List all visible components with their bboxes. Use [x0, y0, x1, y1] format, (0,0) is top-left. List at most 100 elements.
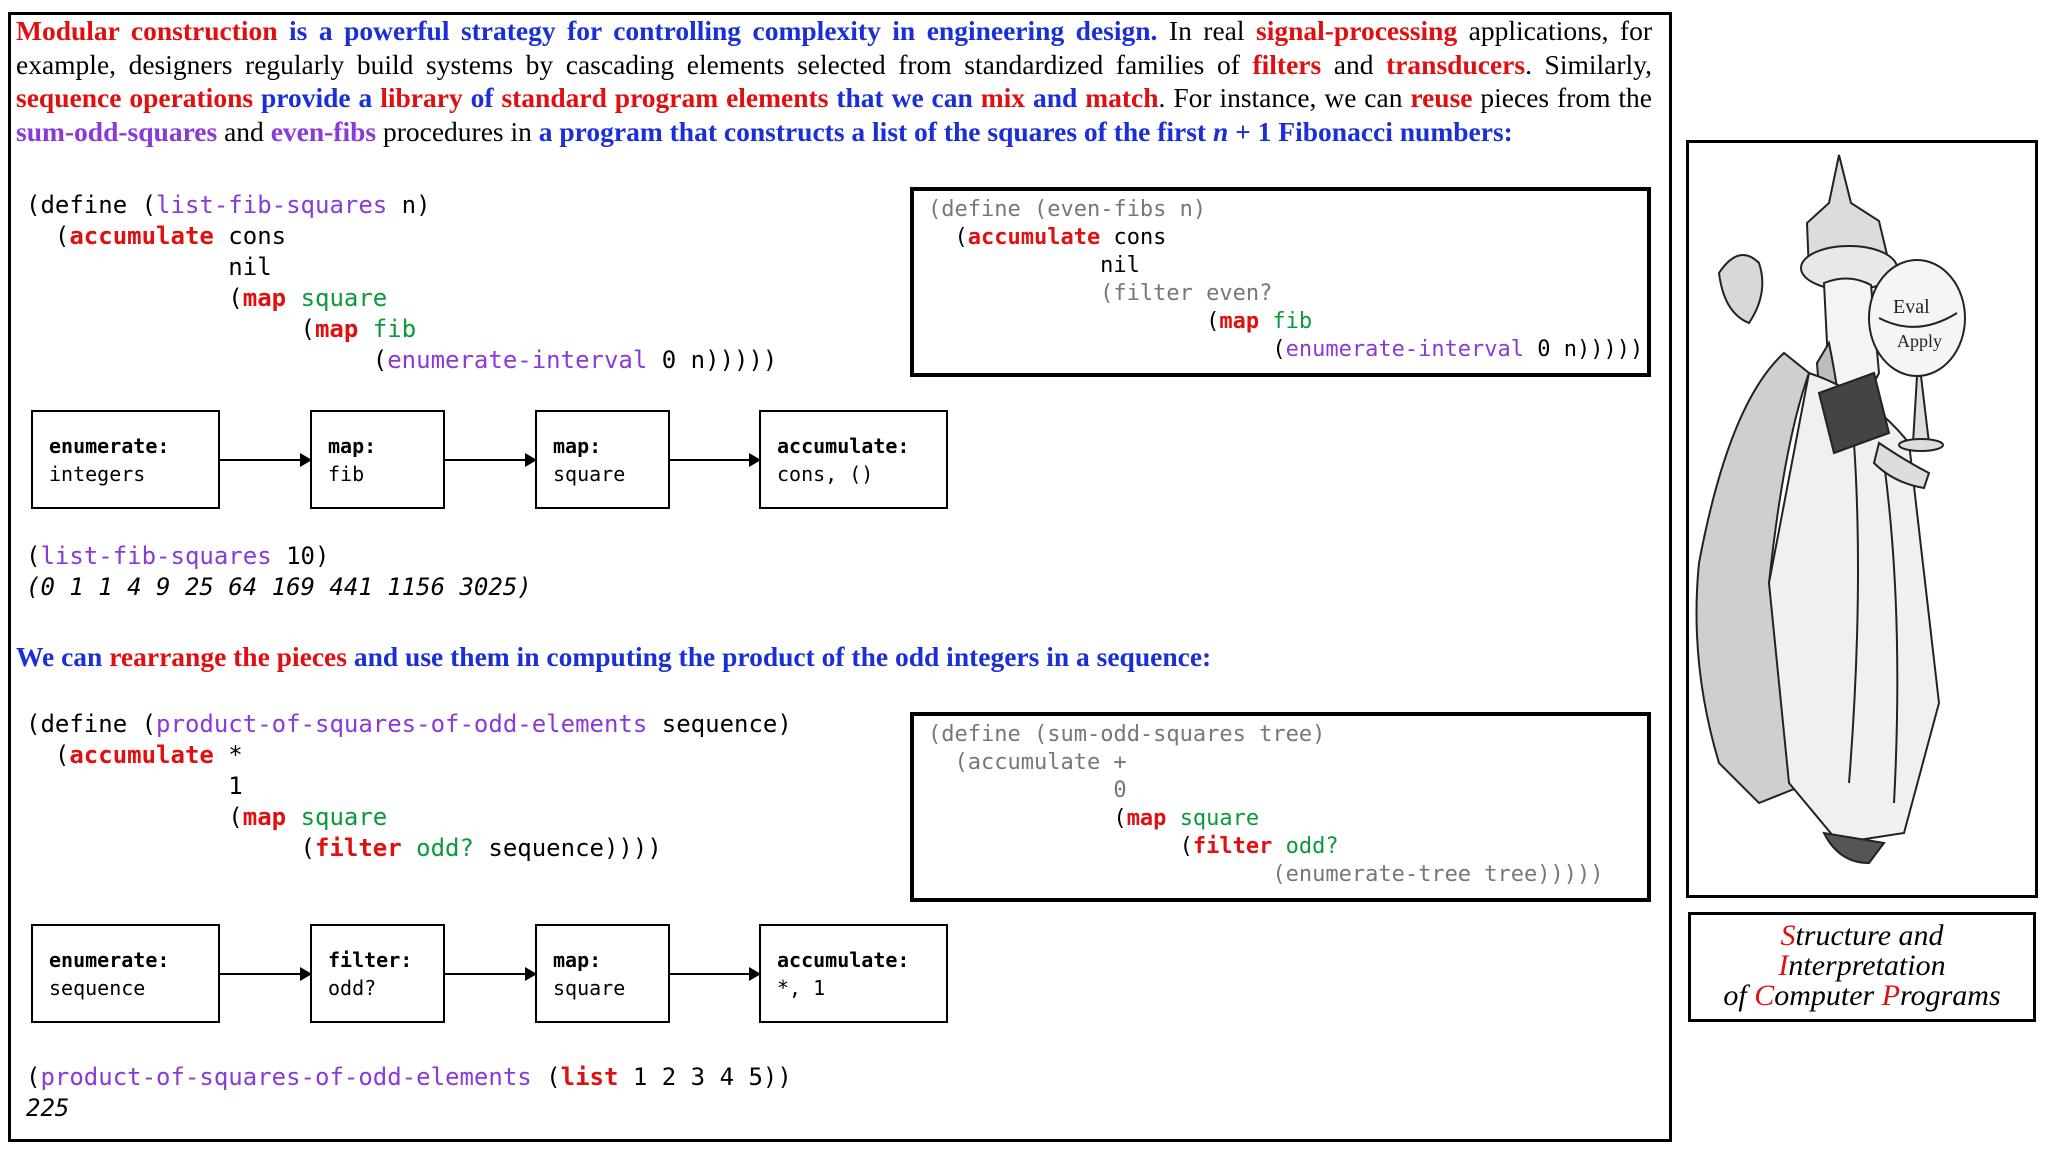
title-cap: C	[1754, 979, 1775, 1012]
code-even-fibs: (define (even-fibs n) (accumulate cons n…	[928, 196, 1643, 364]
call-result: (0 1 1 4 9 25 64 169 441 1156 3025)	[26, 573, 532, 601]
code-fn: square	[300, 284, 388, 312]
code-token: (	[26, 741, 70, 769]
code-token: cons	[1100, 225, 1167, 250]
code-token: (accumulate +	[928, 750, 1127, 775]
code-fn: odd?	[1285, 834, 1339, 859]
code-proc-name: enumerate-interval	[1285, 337, 1525, 362]
code-token	[1259, 309, 1272, 334]
text-reuse: reuse	[1410, 82, 1473, 113]
code-keyword: accumulate	[967, 225, 1101, 250]
text-plain: procedures in	[376, 115, 539, 147]
even-fibs-box	[910, 187, 1651, 377]
wizard-illustration-frame: Eval Apply	[1686, 140, 2038, 898]
main-frame	[8, 12, 1672, 1142]
code-token: 1	[26, 772, 243, 800]
code-token: n)	[1166, 197, 1207, 222]
code-token: (	[26, 542, 41, 570]
flow-arrow	[670, 967, 761, 981]
box-body: fib	[328, 462, 365, 486]
title-text: nterpretation	[1788, 949, 1946, 982]
text-provide: provide a	[253, 82, 381, 113]
box-body: integers	[49, 462, 146, 486]
flow-arrow	[445, 967, 537, 981]
code-list-fib-squares: (define (list-fib-squares n) ( accumulate…	[26, 190, 777, 376]
code-fn: fib	[1272, 309, 1313, 334]
code-fn: fib	[372, 315, 417, 343]
text-mix: mix	[980, 82, 1026, 113]
code-token: (	[26, 284, 243, 312]
code-keyword: map	[1126, 806, 1167, 831]
text-signal-processing: signal-processing	[1256, 15, 1458, 46]
globe-text-top: Eval	[1893, 296, 1930, 318]
text-even-fibs: even-fibs	[270, 115, 377, 147]
flow2-map-square-box: map:square	[535, 924, 670, 1023]
box-head: accumulate:	[777, 948, 910, 972]
box-head: filter:	[328, 948, 413, 972]
text-we-can: We can	[16, 641, 110, 672]
code-token: (	[928, 862, 1286, 887]
title-text: omputer	[1774, 979, 1882, 1012]
flow-arrow	[220, 453, 312, 467]
code-token: (	[928, 806, 1127, 831]
text-plain: applications, for example, designers reg…	[16, 15, 1652, 80]
wizard-illustration: Eval Apply	[1695, 154, 1966, 865]
code-keyword: map	[242, 284, 287, 312]
title-line-3: of Computer Programs	[1691, 981, 2033, 1011]
text-match: match	[1085, 82, 1159, 113]
text-plain: and	[1321, 48, 1387, 80]
code-token: (	[928, 337, 1286, 362]
text-plain: pieces from the	[1472, 82, 1652, 113]
globe-text-bottom: Apply	[1897, 331, 1942, 351]
box-body: square	[553, 462, 626, 486]
flow1-enumerate-box: enumerate:integers	[31, 410, 220, 509]
code-token: (define (	[928, 722, 1048, 747]
code-token: (define (	[928, 197, 1048, 222]
code-keyword: accumulate	[69, 222, 214, 250]
code-token	[358, 315, 372, 343]
code-proc-name: list-fib-squares	[40, 542, 272, 570]
code-token: tree)))))	[1471, 862, 1604, 887]
code-token: 1 2 3 4 5))	[618, 1063, 792, 1091]
sum-odd-squares-box	[910, 712, 1651, 902]
flow-arrow	[445, 453, 537, 467]
title-text: tructure and	[1795, 919, 1944, 952]
flow2-enumerate-box: enumerate:sequence	[31, 924, 220, 1023]
box-head: map:	[553, 434, 602, 458]
code-token: cons	[213, 222, 287, 250]
code-token: 0 n)))))	[1524, 337, 1644, 362]
call-list-fib-squares: (list-fib-squares 10) (0 1 1 4 9 25 64 1…	[26, 541, 532, 603]
code-token: (	[928, 834, 1193, 859]
code-keyword: map	[1219, 309, 1260, 334]
code-token: n)	[387, 191, 431, 219]
title-cap: S	[1780, 919, 1796, 952]
code-proc-name: product-of-squares-of-odd-elements	[156, 710, 648, 738]
call-result: 225	[26, 1094, 70, 1122]
title-text: rograms	[1900, 979, 2001, 1012]
box-head: map:	[553, 948, 602, 972]
code-product-of-squares: (define (product-of-squares-of-odd-eleme…	[26, 709, 792, 864]
box-body: cons, ()	[777, 462, 874, 486]
text-plain: In real	[1157, 15, 1256, 46]
box-body: odd?	[328, 976, 377, 1000]
flow2-accumulate-box: accumulate: *, 1	[759, 924, 948, 1023]
code-token: (define (	[26, 191, 157, 219]
code-token: (	[26, 1063, 41, 1091]
box-body: *, 1	[777, 976, 826, 1000]
code-keyword: filter	[1192, 834, 1273, 859]
text-plain: . For instance, we can	[1158, 82, 1411, 113]
box-head: accumulate:	[777, 434, 910, 458]
text-plain: . Similarly,	[1525, 48, 1652, 80]
code-proc-name: sum-odd-squares	[1047, 722, 1246, 747]
code-token	[1272, 834, 1285, 859]
box-body: sequence	[49, 976, 146, 1000]
code-proc-name: list-fib-squares	[156, 191, 388, 219]
rearrange-paragraph: We can rearrange the pieces and use them…	[16, 640, 1652, 673]
code-proc-name: enumerate-interval	[387, 346, 648, 374]
flow1-map-square-box: map: square	[535, 410, 670, 509]
code-keyword: list	[560, 1063, 619, 1091]
box-head: map:	[328, 434, 377, 458]
code-keyword: map	[242, 803, 287, 831]
code-fn: square	[300, 803, 388, 831]
code-token: (	[26, 346, 388, 374]
